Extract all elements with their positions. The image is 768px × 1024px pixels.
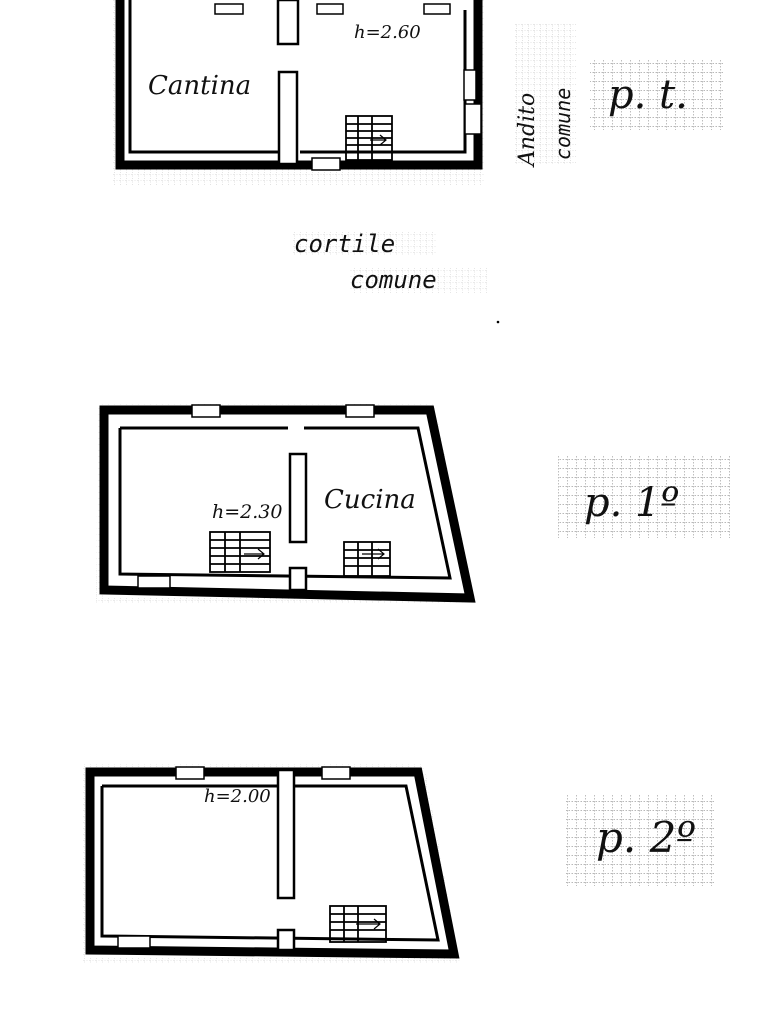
window-symbol [191, 404, 221, 418]
hallway-label-block: Andito comune [514, 24, 576, 168]
window-symbol [137, 575, 171, 589]
hallway-label-andito: Andito [515, 93, 540, 168]
window-symbol [117, 935, 151, 949]
floor-tag-second-text: p. 2º [596, 813, 696, 862]
first-floor-plan: h=2.30 Cucina [96, 404, 476, 604]
window-symbol [345, 404, 375, 418]
window-symbol [175, 766, 205, 780]
floor-tag-first: p. 1º [558, 456, 730, 538]
first-floor-outer-wall [99, 405, 476, 603]
cantina-label: Cantina [148, 71, 251, 101]
floor-tag-ground-text: p. t. [608, 72, 688, 118]
door-symbol [464, 103, 482, 135]
second-floor-height-label: h=2.00 [204, 786, 271, 807]
second-floor-outer-wall [85, 767, 460, 959]
window-symbol [311, 157, 341, 171]
floor-tag-first-text: p. 1º [584, 480, 679, 526]
window-symbol [214, 3, 244, 15]
second-floor-partition [276, 768, 296, 900]
door-symbol [463, 69, 477, 101]
cucina-label: Cucina [324, 485, 416, 515]
ground-floor-partition-top [276, 0, 300, 46]
stairs-symbol [209, 531, 271, 573]
courtyard-label-cortile: cortile [294, 230, 395, 258]
ground-floor-height-label: h=2.60 [354, 22, 421, 43]
second-floor-plan: h=2.00 [82, 764, 460, 964]
hallway-label-comune: comune [551, 88, 575, 160]
first-floor-height-label: h=2.30 [212, 501, 282, 523]
ground-floor-partition-bottom [277, 70, 299, 166]
window-symbol [316, 3, 344, 15]
ground-floor-plan: Cantina h=2.60 [112, 0, 484, 186]
ground-floor-outer-wall [115, 0, 483, 170]
stairs-symbol [343, 541, 391, 577]
window-symbol [423, 3, 451, 15]
courtyard-label: cortile comune [292, 230, 500, 324]
window-symbol [321, 766, 351, 780]
first-floor-partition [288, 452, 308, 544]
stairs-symbol [329, 905, 387, 943]
floor-tag-second: p. 2º [566, 794, 714, 886]
floor-tag-ground: p. t. [590, 60, 724, 130]
courtyard-label-comune: comune [350, 266, 437, 294]
stairs-symbol [345, 115, 393, 161]
